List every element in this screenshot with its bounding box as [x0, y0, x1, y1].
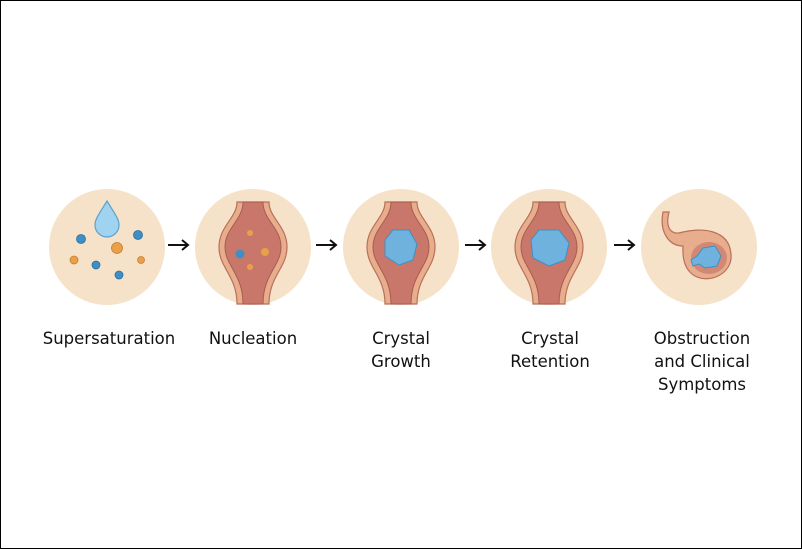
label-line: Nucleation [208, 329, 298, 348]
label-nucleation: Nucleation [173, 327, 333, 350]
crystal-icon [384, 229, 418, 266]
arrow-icon [613, 237, 637, 251]
arrow-icon [464, 237, 488, 251]
label-line: Obstruction [653, 329, 751, 348]
label-line: Crystal [521, 329, 579, 348]
blue-ion-dots [76, 230, 143, 280]
step-nucleation-illustration [193, 188, 313, 306]
label-line: Supersaturation [42, 329, 176, 348]
label-supersaturation: Supersaturation [29, 327, 189, 350]
label-line: Symptoms [657, 375, 747, 394]
background-circle [49, 189, 165, 305]
arrow-icon [167, 237, 191, 251]
step-crystal-retention-illustration [489, 188, 609, 306]
step-supersaturation-illustration [47, 188, 167, 306]
arrow-icon [315, 237, 339, 251]
orange-ion-dots [69, 242, 145, 265]
label-crystal-retention: Crystal Retention [470, 327, 630, 373]
label-line: Crystal [372, 329, 430, 348]
label-line: Growth [371, 352, 431, 371]
label-line: and Clinical [654, 352, 750, 371]
stone-icon [690, 245, 722, 269]
step-obstruction-illustration [639, 188, 759, 306]
label-line: Retention [510, 352, 590, 371]
label-obstruction: Obstruction and Clinical Symptoms [622, 327, 782, 396]
crystal-icon [530, 229, 570, 267]
label-crystal-growth: Crystal Growth [321, 327, 481, 373]
water-drop-icon [94, 199, 120, 238]
step-crystal-growth-illustration [341, 188, 461, 306]
